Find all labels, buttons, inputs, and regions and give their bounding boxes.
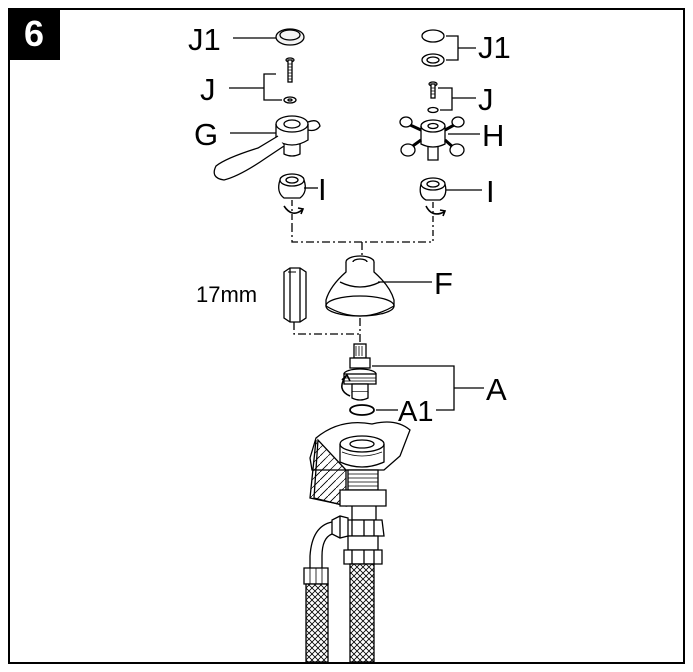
label-i-left: I [318,172,327,207]
cross-handle-h [399,116,465,161]
label-a1: A1 [398,396,433,428]
cartridge-a [343,343,377,401]
label-a: A [486,372,507,407]
label-j1-left: J1 [188,22,221,57]
supply-elbow [303,521,333,585]
hex-socket-17mm [283,267,307,323]
rotation-arrow-right [425,202,447,242]
label-j-left: J [200,72,216,107]
label-g: G [194,117,218,152]
lever-handle-g [213,115,321,181]
screw-j-right [427,81,439,114]
braided-hose-right [349,563,375,663]
rotation-arrow-cartridge [341,373,351,397]
label-wrench-size: 17mm [196,282,257,307]
label-f: F [434,266,453,301]
o-ring-a1 [349,404,375,416]
step-number-badge: 6 [8,8,60,60]
screw-j-left [283,57,297,104]
label-h: H [482,118,504,153]
instruction-frame [8,8,685,664]
rotation-arrow-left [283,200,305,224]
bonnet-i-left [278,173,318,199]
cap-j1-left [275,28,305,46]
label-i-right: I [486,174,495,209]
label-j-right: J [478,82,494,117]
bonnet-i-right [419,177,482,201]
cap-j1-right [421,29,445,67]
hose-connector [331,515,385,565]
deck-mount [309,421,411,521]
escutcheon-f [325,255,395,317]
label-j1-right: J1 [478,30,511,65]
braided-hose-left [305,583,329,663]
